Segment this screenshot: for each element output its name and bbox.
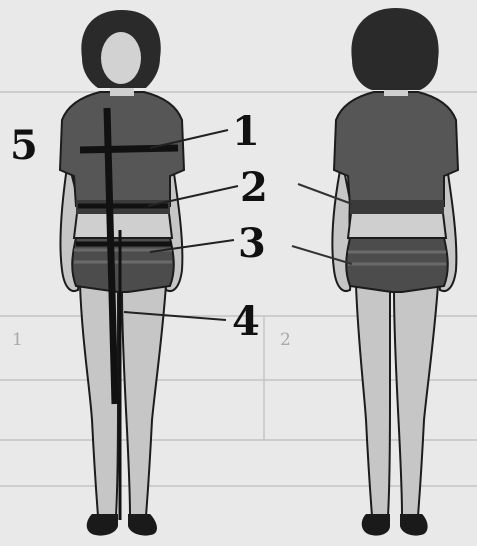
back-right-leg (394, 285, 438, 516)
front-face (101, 32, 141, 84)
label-4: 4 (232, 302, 260, 342)
back-shirt (334, 92, 458, 206)
front-right-leg (122, 285, 166, 516)
front-right-shoe (128, 514, 157, 536)
back-left-leg (356, 285, 390, 516)
label-5: 5 (10, 126, 38, 166)
back-hair (351, 8, 438, 90)
measure-line-5-horizontal (80, 148, 178, 150)
back-right-shoe (400, 514, 428, 536)
label-2: 2 (240, 168, 268, 208)
back-waist-band (350, 200, 444, 214)
label-1: 1 (232, 112, 260, 152)
back-figure (292, 8, 458, 536)
front-figure (60, 10, 238, 536)
front-left-shoe (87, 514, 118, 536)
back-left-shoe (362, 514, 390, 536)
label-3: 3 (238, 224, 266, 264)
